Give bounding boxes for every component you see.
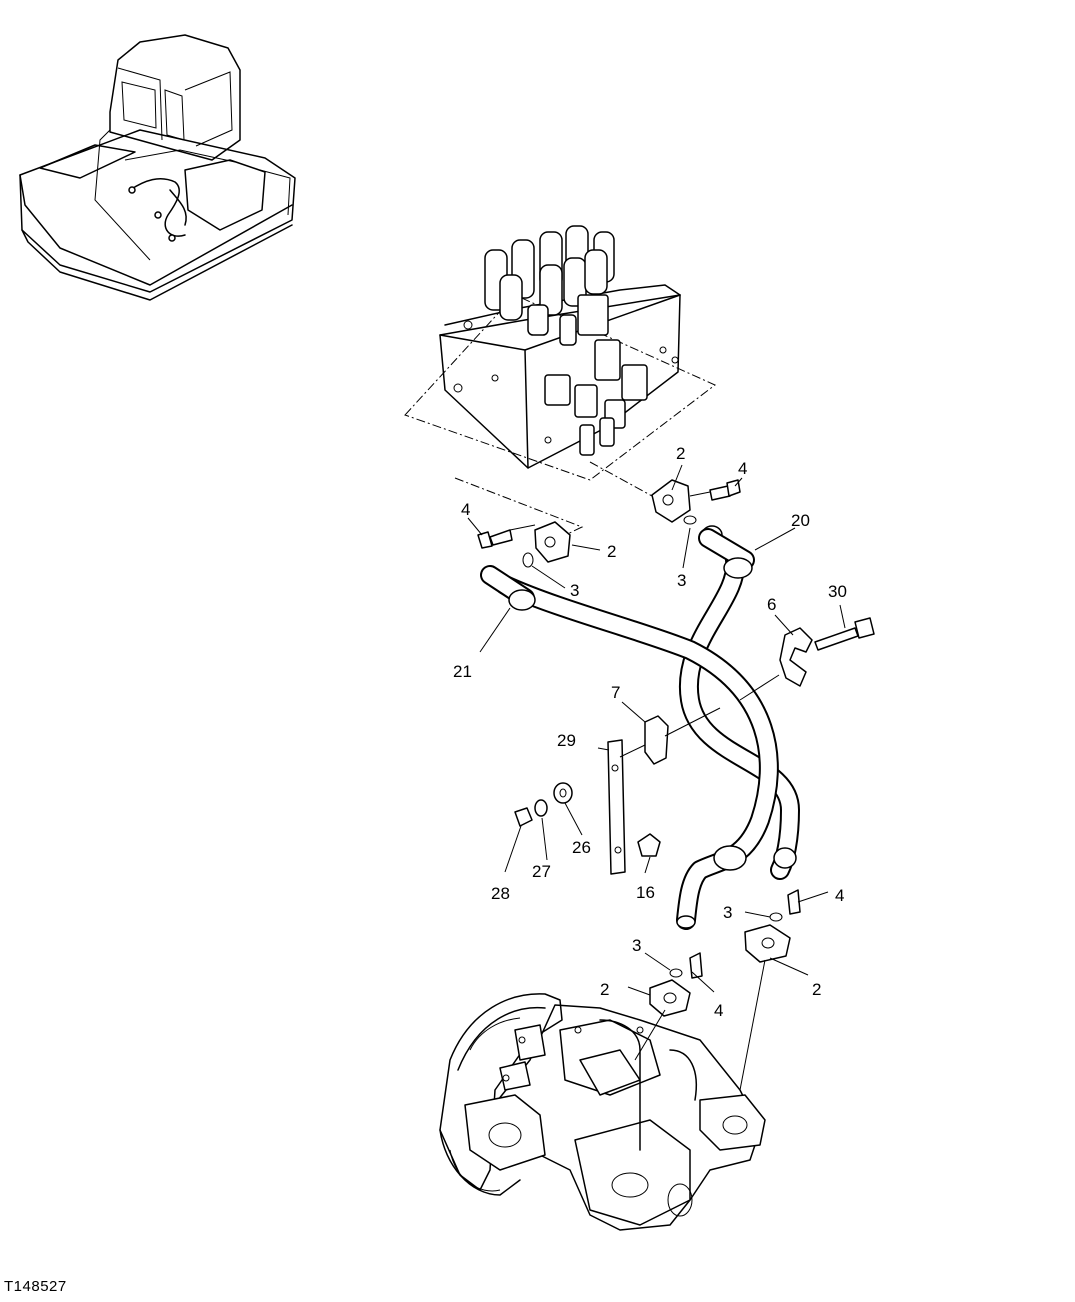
callout-26: 26 <box>572 838 591 857</box>
callout-28: 28 <box>491 884 510 903</box>
figure-id-label: T148527 <box>4 1278 67 1295</box>
callout-labels: 2 4 4 2 20 3 3 30 6 21 7 29 26 27 28 16 … <box>453 444 847 1020</box>
callout-27: 27 <box>532 862 551 881</box>
valve-to-top-flange-leader <box>589 461 664 503</box>
top-flange-assembly <box>651 479 741 545</box>
plate-29 <box>607 739 626 875</box>
callout-2-top: 2 <box>676 444 685 463</box>
callout-4-right: 4 <box>835 886 844 905</box>
callout-3-bottom: 3 <box>632 936 641 955</box>
bottom-right-flange <box>744 889 801 963</box>
callout-3-right: 3 <box>723 903 732 922</box>
hydraulic-pump-illustration <box>439 993 766 1231</box>
clamp-6-and-bolt-30 <box>779 617 875 687</box>
excavator-locator-illustration <box>19 34 296 301</box>
callout-2-bottom-left: 2 <box>600 980 609 999</box>
callout-leader-lines <box>467 464 846 1091</box>
callout-3-left: 3 <box>570 581 579 600</box>
bolt-16 <box>637 833 661 857</box>
left-flange-assembly <box>477 521 571 568</box>
callout-2-left: 2 <box>607 542 616 561</box>
washers-and-nut <box>514 782 573 827</box>
callout-2-bottom-right: 2 <box>812 980 821 999</box>
callout-6: 6 <box>767 595 776 614</box>
callout-20: 20 <box>791 511 810 530</box>
callout-4-bottom: 4 <box>714 1001 723 1020</box>
callout-4-top: 4 <box>738 459 747 478</box>
callout-21: 21 <box>453 662 472 681</box>
control-valve-illustration <box>404 225 716 481</box>
callout-29: 29 <box>557 731 576 750</box>
callout-16: 16 <box>636 883 655 902</box>
hose-21 <box>480 565 779 930</box>
hose-20 <box>678 528 800 880</box>
callout-7: 7 <box>611 683 620 702</box>
callout-4-left: 4 <box>461 500 470 519</box>
callout-3-top: 3 <box>677 571 686 590</box>
callout-30: 30 <box>828 582 847 601</box>
bottom-left-flange <box>649 952 703 1017</box>
clamp-7-bracket <box>644 715 669 765</box>
